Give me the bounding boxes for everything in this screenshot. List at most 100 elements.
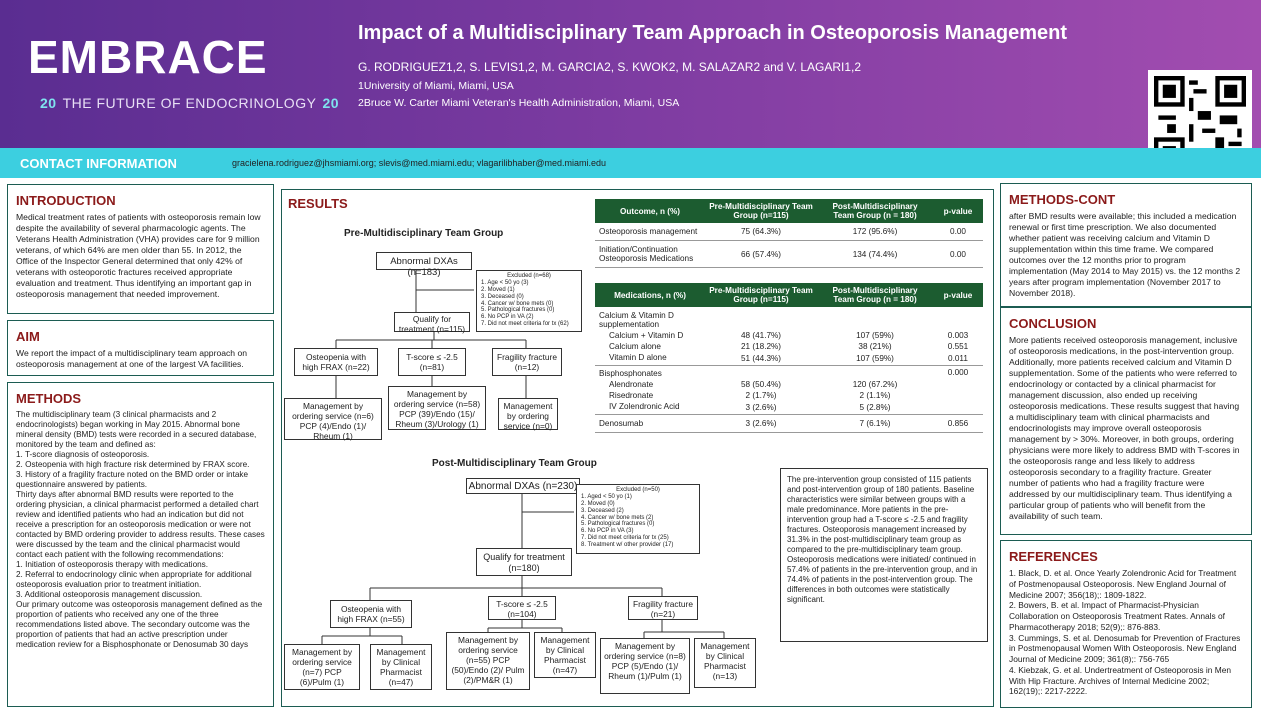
- post-excluded-item: 6. No PCP in VA (3): [581, 528, 634, 535]
- table-cell: 2 (1.1%): [859, 391, 891, 400]
- table-cell: 0.551: [947, 342, 969, 351]
- conclusion-section: CONCLUSION More patients received osteop…: [1000, 307, 1252, 535]
- table-cell: Risedronate: [609, 391, 654, 400]
- post-excluded-item: 3. Deceased (2): [581, 507, 624, 514]
- methods-cont-section: METHODS-CONT after BMD results were avai…: [1000, 183, 1252, 307]
- pre-excluded-box: Excluded (n=68) 1. Age < 50 yo (3) 2. Mo…: [476, 270, 582, 332]
- table-cell: Vitamin D alone: [609, 353, 667, 362]
- pre-excluded-item: 5. Pathological fractures (0): [481, 307, 555, 314]
- affiliation-1: 1University of Miami, Miami, USA: [358, 80, 514, 92]
- table-cell: 75 (64.3%): [740, 227, 782, 236]
- results-summary-text: The pre-intervention group consisted of …: [787, 475, 978, 604]
- table-cell: 7 (6.1%): [859, 419, 891, 428]
- table-cell: 2 (1.7%): [745, 391, 777, 400]
- table-cell: 38 (21%): [858, 342, 892, 351]
- introduction-heading: INTRODUCTION: [16, 193, 116, 208]
- pre-management-osteopenia: Management by ordering service (n=6) PCP…: [284, 398, 382, 441]
- aim-section: AIM We report the impact of a multidisci…: [7, 320, 274, 376]
- outcome-table: Outcome, n (%) Pre-Multidisciplinary Tea…: [595, 199, 983, 268]
- post-excluded-item: 7. Did not meet criteria for tx (25): [581, 535, 669, 542]
- pre-excluded-item: 4. Cancer w/ bone mets (0): [481, 300, 554, 307]
- pre-management-fragility: Management by ordering service (n=0): [498, 398, 558, 431]
- medications-table: Medications, n (%) Pre-Multidisciplinary…: [595, 283, 983, 433]
- outcome-table-header: Outcome, n (%) Pre-Multidisciplinary Tea…: [595, 199, 983, 223]
- methods-cont-text: after BMD results were available; this i…: [1009, 211, 1241, 298]
- table-cell: 0.00: [950, 227, 966, 236]
- methods-text: The multidisciplinary team (3 clinical p…: [16, 410, 265, 649]
- post-management-fragility-ordering: Management by ordering service (n=8) PCP…: [600, 638, 690, 694]
- pre-abnormal-dxa-box: Abnormal DXAs (n=183): [376, 252, 472, 278]
- introduction-section: INTRODUCTION Medical treatment rates of …: [7, 184, 274, 314]
- pre-excluded-item: 3. Deceased (0): [481, 293, 524, 300]
- outcome-table-header-cell: Post-Multidisciplinary Team Group (n = 1…: [817, 199, 933, 223]
- table-cell: 0.00: [950, 249, 966, 259]
- table-cell: IV Zolendronic Acid: [609, 402, 680, 411]
- table-cell: [817, 366, 933, 380]
- table-cell: 0.000: [947, 368, 969, 377]
- table-cell: 3 (2.6%): [745, 403, 777, 412]
- post-osteopenia-box: Osteopenia with high FRAX (n=55): [330, 600, 412, 628]
- logo-year-right: 20: [322, 95, 340, 111]
- table-cell: 0.011: [948, 354, 968, 363]
- pre-osteopenia-box: Osteopenia with high FRAX (n=22): [294, 348, 378, 376]
- references-heading: REFERENCES: [1009, 549, 1098, 564]
- table-row: Bisphosphonates 0.000: [595, 366, 983, 380]
- affiliation-2: 2Bruce W. Carter Miami Veteran's Health …: [358, 97, 680, 109]
- contact-label: CONTACT INFORMATION: [20, 156, 177, 171]
- table-row: Calcium & Vitamin D supplementation: [595, 307, 983, 330]
- outcome-table-header-cell: p-value: [933, 199, 983, 223]
- reference-item: 3. Cummings, S. et al. Denosumab for Pre…: [1009, 632, 1241, 665]
- table-cell: Denosumab: [599, 419, 644, 428]
- post-fragility-box: Fragility fracture (n=21): [628, 596, 698, 620]
- table-cell: Initiation/Continuation Osteoporosis Med…: [599, 245, 694, 263]
- post-management-tscore-pharmacist: Management by Clinical Pharmacist (n=47): [534, 632, 596, 678]
- pre-fragility-box: Fragility fracture (n=12): [492, 348, 562, 376]
- contact-emails[interactable]: gracielena.rodriguez@jhsmiami.org; slevi…: [232, 158, 607, 168]
- table-cell: 66 (57.4%): [740, 249, 782, 259]
- table-cell: 48 (41.7%): [740, 331, 782, 340]
- poster-authors: G. RODRIGUEZ1,2, S. LEVIS1,2, M. GARCIA2…: [358, 60, 862, 74]
- table-cell: [933, 390, 983, 401]
- contact-bar: CONTACT INFORMATION gracielena.rodriguez…: [0, 148, 1261, 178]
- post-management-tscore-ordering: Management by ordering service (n=55) PC…: [446, 632, 530, 690]
- pre-excluded-item: 7. Did not meet criteria for tx (62): [481, 321, 569, 328]
- reference-item: 2. Bowers, B. et al. Impact of Pharmacis…: [1009, 600, 1226, 632]
- post-management-osteopenia-pharmacist: Management by Clinical Pharmacist (n=47): [370, 644, 432, 690]
- medications-table-header-cell: Pre-Multidisciplinary Team Group (n=115): [705, 283, 818, 307]
- pre-flowchart-title: Pre-Multidisciplinary Team Group: [344, 228, 504, 239]
- pre-tscore-box: T-score ≤ -2.5 (n=81): [398, 348, 466, 376]
- table-cell: Bisphosphonates: [599, 369, 662, 378]
- logo-year-left: 20: [40, 95, 57, 111]
- post-excluded-box: Excluded (n=50) 1. Aged < 50 yo (1) 2. M…: [576, 484, 700, 554]
- post-flowchart-title: Post-Multidisciplinary Team Group: [432, 458, 597, 469]
- methods-cont-heading: METHODS-CONT: [1009, 192, 1116, 207]
- conclusion-heading: CONCLUSION: [1009, 316, 1097, 331]
- embrace-logo: EMBRACE: [28, 31, 268, 83]
- table-cell: 134 (74.4%): [852, 249, 898, 259]
- results-heading: RESULTS: [288, 196, 348, 211]
- table-cell: [933, 401, 983, 415]
- pre-excluded-item: 2. Moved (1): [481, 286, 515, 293]
- outcome-table-header-cell: Outcome, n (%): [595, 199, 705, 223]
- post-excluded-item: 1. Aged < 50 yo (1): [581, 493, 632, 500]
- medications-table-header-cell: Medications, n (%): [595, 283, 705, 307]
- logo-tagline-text: THE FUTURE OF ENDOCRINOLOGY: [62, 95, 317, 111]
- post-excluded-title: Excluded (n=50): [616, 487, 660, 493]
- post-excluded-item: 2. Moved (0): [581, 500, 615, 507]
- post-management-osteopenia-ordering: Management by ordering service (n=7) PCP…: [284, 644, 360, 690]
- methods-section: METHODS The multidisciplinary team (3 cl…: [7, 382, 274, 707]
- table-cell: [933, 379, 983, 390]
- logo-tagline: 20 THE FUTURE OF ENDOCRINOLOGY 20: [34, 95, 345, 111]
- aim-heading: AIM: [16, 329, 40, 344]
- table-row: Risedronate 2 (1.7%) 2 (1.1%): [595, 390, 983, 401]
- post-qualify-box: Qualify for treatment (n=180): [476, 548, 572, 576]
- table-cell: 107 (59%): [856, 331, 894, 340]
- methods-heading: METHODS: [16, 391, 81, 406]
- post-excluded-item: 8. Treatment w/ other provider (17): [581, 542, 674, 549]
